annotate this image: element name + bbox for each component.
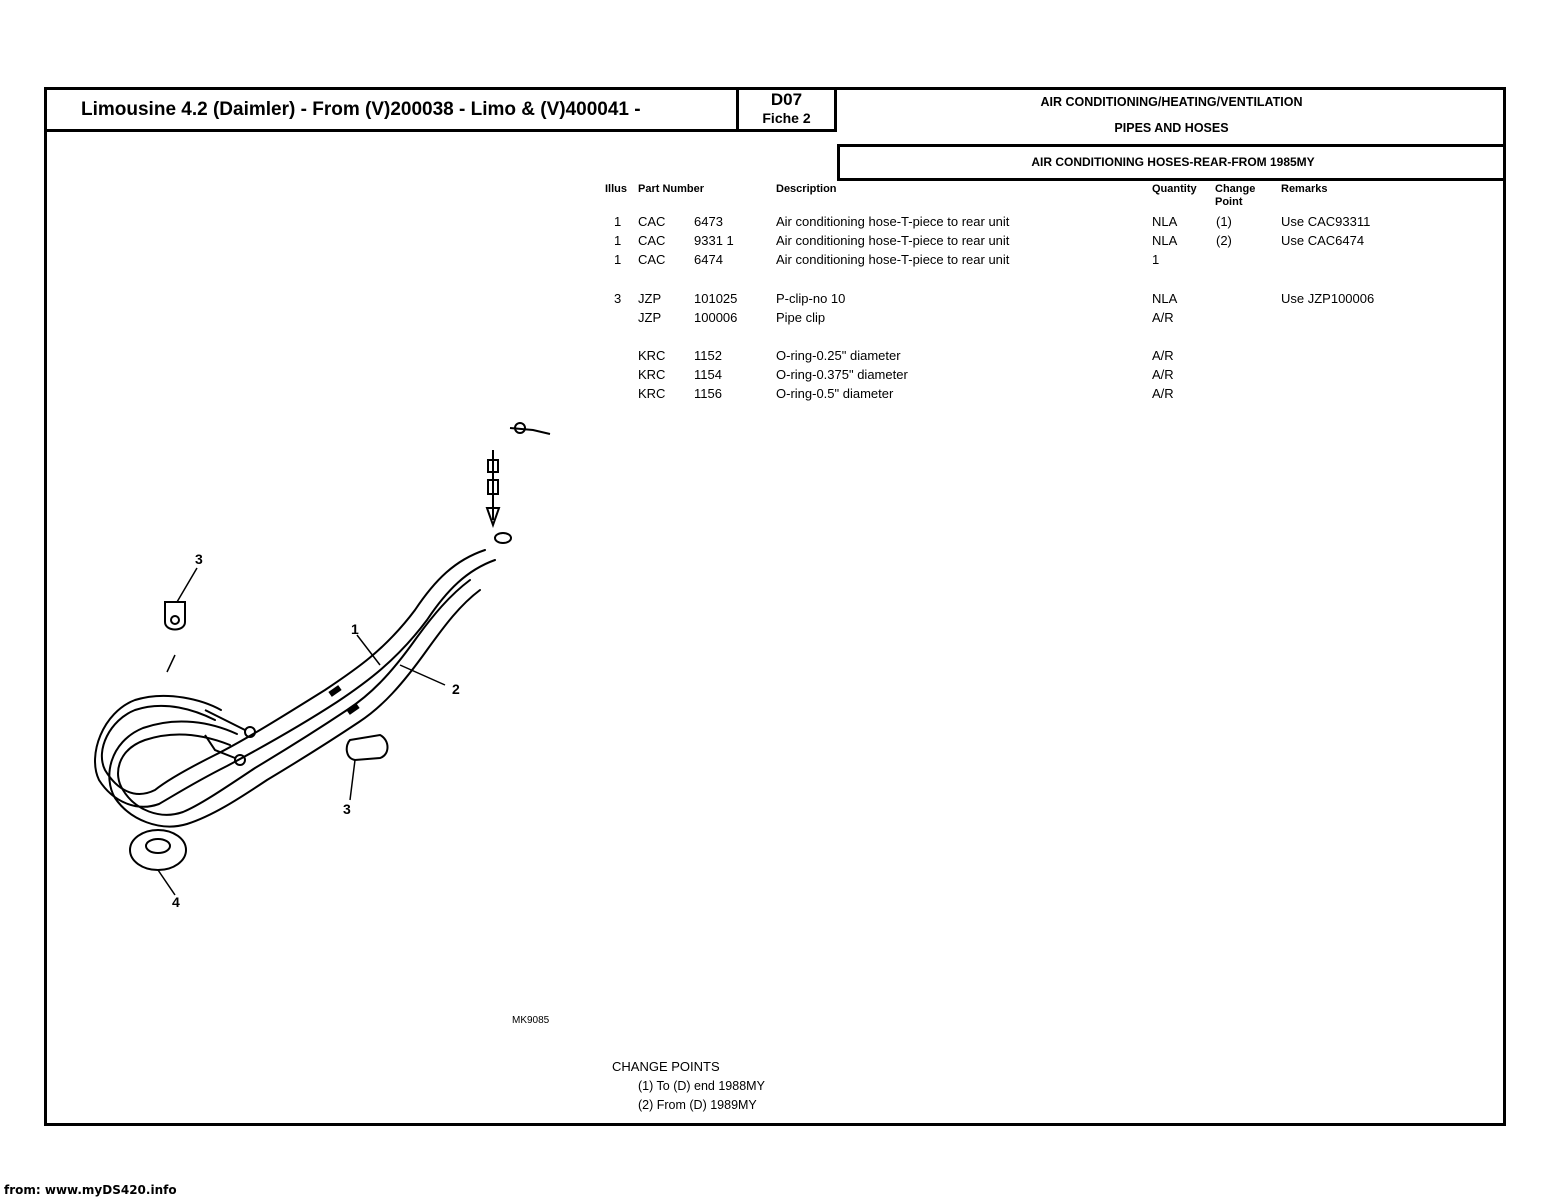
col-remarks: Remarks: [1281, 183, 1328, 195]
row-prefix: JZP: [638, 291, 662, 306]
row-description: Air conditioning hose-T-piece to rear un…: [776, 233, 1010, 248]
fiche-code-box: D07 Fiche 2: [739, 90, 837, 132]
row-number: 1156: [694, 386, 722, 401]
row-description: Air conditioning hose-T-piece to rear un…: [776, 252, 1010, 267]
callout-2: 2: [452, 681, 460, 697]
row-description: O-ring-0.25" diameter: [776, 348, 901, 363]
row-illus: 1: [614, 252, 622, 267]
model-title: Limousine 4.2 (Daimler) - From (V)200038…: [47, 90, 739, 132]
row-prefix: JZP: [638, 310, 662, 325]
row-description: Pipe clip: [776, 310, 826, 325]
grommet-outer: [129, 829, 187, 871]
hose-joint-1: [328, 685, 342, 697]
source-footer: from: www.myDS420.info: [4, 1183, 177, 1197]
fitting-left-nut-1: [244, 726, 256, 738]
col-description: Description: [776, 183, 837, 195]
row-number: 6474: [694, 252, 723, 267]
row-number: 1152: [694, 348, 722, 363]
row-illus: 3: [614, 291, 622, 306]
page-frame: [44, 87, 1506, 1126]
col-part-number: Part Number: [638, 183, 705, 195]
row-prefix: CAC: [638, 252, 666, 267]
row-description: O-ring-0.375" diameter: [776, 367, 908, 382]
change-points-title: CHANGE POINTS: [612, 1059, 720, 1074]
row-quantity: A/R: [1152, 310, 1174, 325]
p-clip-top-hole: [170, 615, 180, 625]
row-prefix: KRC: [638, 348, 666, 363]
hose-joint-2: [346, 703, 360, 715]
row-description: P-clip-no 10: [776, 291, 846, 306]
row-number: 9331 1: [694, 233, 734, 248]
row-prefix: CAC: [638, 233, 666, 248]
hose-2-outline: [117, 579, 471, 816]
row-remarks: Use CAC6474: [1281, 233, 1365, 248]
row-change-point: (2): [1216, 233, 1232, 248]
p-clip-top: [164, 601, 186, 631]
group-code: D07: [770, 90, 803, 109]
col-illus: Illus: [605, 183, 628, 195]
hose-1-outline: [100, 549, 486, 795]
col-quantity: Quantity: [1152, 183, 1197, 195]
row-remarks: Use JZP100006: [1281, 291, 1375, 306]
row-number: 1154: [694, 367, 722, 382]
row-quantity: A/R: [1152, 367, 1174, 382]
row-description: Air conditioning hose-T-piece to rear un…: [776, 214, 1010, 229]
fitting-left-pipe: [204, 709, 246, 731]
top-fitting-tee-nut: [514, 422, 526, 434]
row-quantity: NLA: [1152, 214, 1178, 229]
row-quantity: NLA: [1152, 291, 1178, 306]
row-prefix: CAC: [638, 214, 666, 229]
hose-2-inner: [108, 589, 481, 828]
row-remarks: Use CAC93311: [1281, 214, 1371, 229]
row-illus: 1: [614, 233, 622, 248]
fitting-left-nut-2: [234, 754, 246, 766]
row-prefix: KRC: [638, 367, 666, 382]
fiche-number: Fiche 2: [762, 110, 811, 126]
section-title: AIR CONDITIONING/HEATING/VENTILATION: [1040, 95, 1303, 109]
row-quantity: 1: [1152, 252, 1160, 267]
callout-3-top: 3: [195, 551, 203, 567]
callout-4: 4: [172, 894, 180, 910]
row-quantity: A/R: [1152, 348, 1174, 363]
row-number: 6473: [694, 214, 723, 229]
row-number: 101025: [694, 291, 738, 306]
top-fitting-nut-1: [487, 459, 499, 473]
subsection-title: PIPES AND HOSES: [1114, 121, 1229, 135]
top-fitting-nut-2: [487, 479, 499, 495]
callout-1: 1: [351, 621, 359, 637]
row-prefix: KRC: [638, 386, 666, 401]
grommet-inner: [145, 838, 171, 854]
hose-1-inner: [94, 559, 496, 808]
fitting-left-pipe-2: [204, 734, 236, 759]
row-quantity: NLA: [1152, 233, 1178, 248]
row-change-point: (1): [1216, 214, 1232, 229]
section-header: AIR CONDITIONING/HEATING/VENTILATION PIP…: [837, 90, 1506, 147]
top-fitting-cone: [485, 507, 501, 529]
row-description: O-ring-0.5" diameter: [776, 386, 894, 401]
row-quantity: A/R: [1152, 386, 1174, 401]
row-illus: 1: [614, 214, 622, 229]
row-number: 100006: [694, 310, 738, 325]
top-fitting-tee: [509, 427, 551, 435]
hose-assembly-diagram: 3 1 2 3 4: [94, 422, 551, 910]
group-title: AIR CONDITIONING HOSES-REAR-FROM 1985MY: [837, 147, 1506, 181]
p-clip-bottom: [345, 733, 389, 762]
change-point-2: (2) From (D) 1989MY: [638, 1098, 757, 1112]
diagram-reference: MK9085: [512, 1015, 550, 1026]
change-point-1: (1) To (D) end 1988MY: [638, 1079, 765, 1093]
hose-end-fitting: [494, 532, 512, 544]
callout-3-bottom: 3: [343, 801, 351, 817]
